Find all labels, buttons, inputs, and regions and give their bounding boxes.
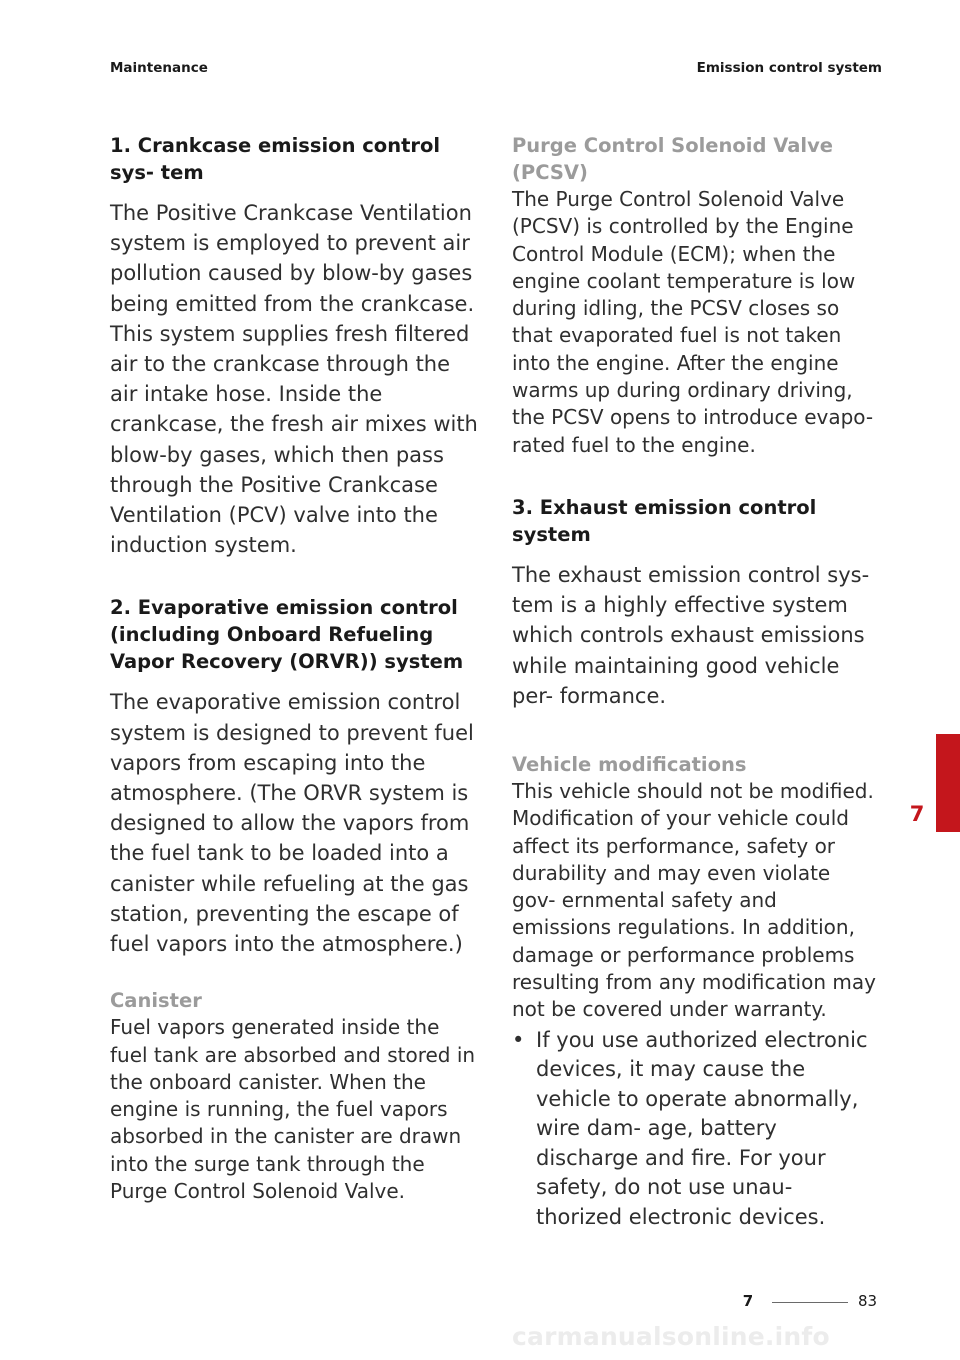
header-topic-name: Emission control system [696, 60, 882, 76]
left-column: 1. Crankcase emission control sys- tem T… [110, 132, 478, 1205]
section-3-title: 3. Exhaust emission control system [512, 495, 817, 546]
section-1-body: The Positive Crankcase Ventilation syste… [110, 201, 478, 558]
pcsv-body: The Purge Control Solenoid Valve (PCSV) … [512, 187, 874, 457]
right-column: Purge Control Solenoid Valve (PCSV) The … [512, 132, 880, 1232]
chapter-side-tab [936, 734, 960, 832]
bullet-text: If you use authorized electronic devices… [536, 1027, 868, 1229]
canister-title: Canister [110, 989, 202, 1013]
bullet-icon: • [512, 1027, 525, 1052]
canister-body: Fuel vapors generated inside the fuel ta… [110, 1015, 476, 1204]
vehicle-modifications-title: Vehicle modifications [512, 752, 747, 776]
footer-chapter-number: 7 [742, 1292, 754, 1310]
vehicle-modifications-body: This vehicle should not be modified. Mod… [512, 778, 876, 1022]
footer-divider [772, 1302, 848, 1303]
header-section-name: Maintenance [110, 60, 208, 76]
bullet-item: • If you use authorized electronic devic… [512, 1026, 880, 1233]
section-3-body: The exhaust emission control sys- tem is… [512, 562, 870, 708]
watermark: carmanualsonline.info [512, 1322, 830, 1351]
section-1-title: 1. Crankcase emission control sys- tem [110, 134, 441, 184]
section-2-body: The evaporative emission control system … [110, 690, 474, 957]
section-2-title: 2. Evaporative emission control (includi… [110, 596, 464, 674]
footer-page-number: 83 [858, 1292, 878, 1310]
pcsv-title: Purge Control Solenoid Valve (PCSV) [512, 134, 834, 184]
chapter-side-number: 7 [909, 802, 925, 826]
